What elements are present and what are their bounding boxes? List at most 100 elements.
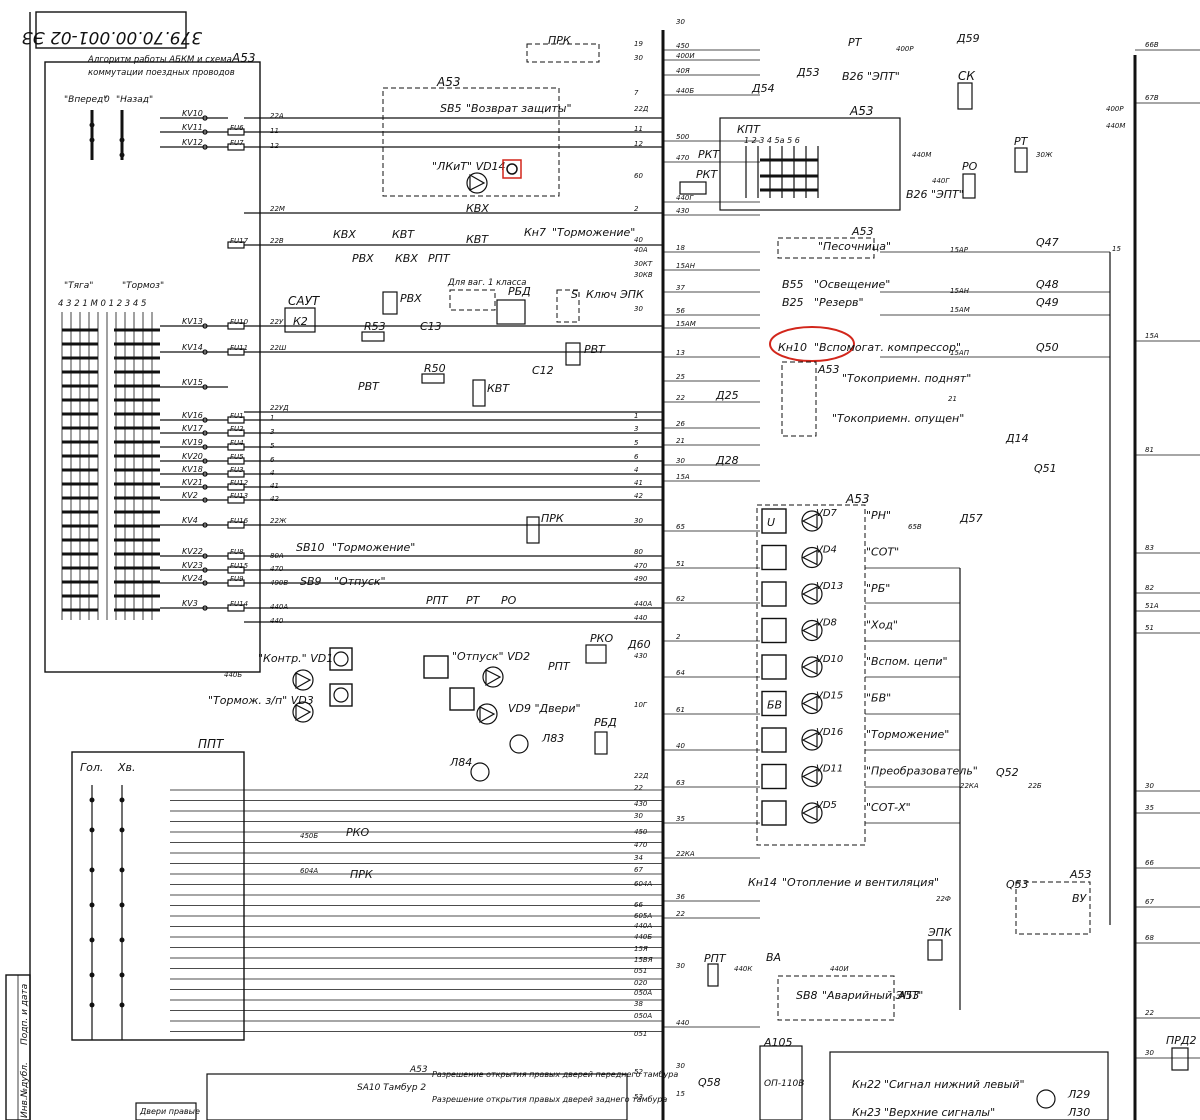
wire-400r: 400Р: [896, 45, 914, 53]
q51-label: Q51: [1034, 462, 1057, 475]
bus-left-wire-4: 11: [634, 125, 643, 133]
kpt-label: КПТ: [737, 123, 761, 136]
bus-left-wire-0: 19: [634, 40, 643, 48]
rko-label-2: РКО: [346, 826, 369, 839]
door-front-label: Разрешение открытия правых дверей передн…: [432, 1070, 678, 1079]
far-right-wire-16: 30: [1145, 1049, 1154, 1057]
far-right-wire-4: 15А: [1145, 332, 1159, 340]
vd-label-7: VD11: [816, 764, 843, 775]
heating-label: "Отопление и вентиляция": [782, 876, 939, 889]
contact-kv17: KV17: [182, 424, 204, 433]
epk-label: ЭПК: [927, 926, 953, 939]
contact-kv22: KV22: [182, 547, 203, 556]
kn14-label: Кн14: [748, 876, 777, 889]
contact-kv11: KV11: [182, 123, 203, 132]
bus-right-wire-33: 30: [676, 962, 685, 970]
bus-right-wire-21: 65: [676, 523, 685, 531]
bus-left-wire-16: 6: [634, 453, 639, 461]
vd-icon-text-5: БВ: [767, 699, 782, 712]
kvt-label: КВТ: [392, 228, 415, 241]
bus-left-wire-43: 051: [634, 967, 647, 975]
pant-down-label: "Токоприемн. опущен": [832, 412, 964, 425]
aux-compressor-label: "Вспомогат. компрессор": [814, 341, 961, 354]
wire-30zh: 30Ж: [1036, 151, 1053, 159]
bus-right-wire-24: 2: [676, 633, 681, 641]
doors-right-label: Двери правые: [139, 1107, 200, 1116]
left-wire-14: 42: [270, 495, 279, 503]
d59-label: Д59: [956, 32, 980, 45]
reserve-label: "Резерв": [814, 296, 864, 309]
bus-wire-numbers-right: 30450400И40Я440Б500470440Г4301815АН37561…: [676, 18, 696, 1098]
pant-up-label: "Токоприемн. поднят": [842, 372, 971, 385]
bus-right-wire-20: 15А: [676, 473, 690, 481]
fuse-fu6: FU6: [230, 124, 244, 132]
right-top-area: ПРК РТ Д59 СК Д53 Д54 В26 "ЭПТ" В26 "ЭПТ…: [526, 32, 1053, 211]
vd-icon-7: [761, 763, 787, 790]
b55-label: В55: [782, 278, 804, 291]
lkit-label: "ЛКиТ" VD14: [432, 160, 506, 173]
far-right-wire-11: 35: [1145, 804, 1154, 812]
bus-right-wire-15: 25: [676, 373, 685, 381]
q48-label: Q48: [1036, 278, 1059, 291]
bus-right-wire-12: 56: [676, 307, 685, 315]
contact-kv15: KV15: [182, 378, 203, 387]
bus-right-wire-22: 51: [676, 560, 685, 568]
bus-right-wire-23: 62: [676, 595, 685, 603]
bus-left-wire-3: 22Д: [634, 105, 649, 113]
bus-left-wire-24: 440А: [634, 600, 652, 608]
side-stamp-sign: Подп. и дата: [20, 984, 30, 1045]
dir-zero: 0: [104, 95, 110, 105]
far-right-wire-14: 68: [1145, 934, 1154, 942]
left-wire-4: 22В: [270, 237, 284, 245]
right-bottom-area: Кн14 "Отопление и вентиляция" 22Ф A53 ВУ…: [698, 868, 1197, 1120]
contact-kv23: KV23: [182, 561, 203, 570]
bus-left-wire-32: 450: [634, 828, 648, 836]
vd-icon-text-0: U: [767, 516, 775, 529]
door-block: Разрешение открытия правых дверей передн…: [135, 1065, 678, 1120]
contact-kv16: KV16: [182, 411, 203, 420]
bus-right-wire-34: 440: [676, 1019, 690, 1027]
s-key-label: S: [571, 288, 578, 301]
prk-top-label: ПРК: [548, 34, 572, 47]
left-wire-9: 3: [270, 428, 274, 436]
contact-kv4: KV4: [182, 516, 198, 525]
a53-pant-tag: A53: [817, 363, 840, 376]
far-right-wire-5: 81: [1145, 446, 1154, 454]
bus-right-wire-17: 26: [676, 420, 685, 428]
b26-ept-label-2: В26 "ЭПТ": [906, 188, 964, 201]
bus-left-wire-41: 15Я: [634, 945, 648, 953]
algo-caption-1: Алгоритм работы АБКМ и схема: [87, 55, 232, 65]
rt2-label: РТ: [1014, 135, 1029, 148]
left-wire-3: 22М: [270, 205, 285, 213]
vd-icon-1: [761, 544, 787, 571]
kn10-label: Кн10: [778, 341, 807, 354]
bus-right-wire-0: 30: [676, 18, 685, 26]
kvt-label-3: КВТ: [487, 382, 510, 395]
left-wire-19: 440А: [270, 603, 288, 611]
contact-kv12: KV12: [182, 138, 203, 147]
bus-left-wire-49: 52: [634, 1068, 643, 1076]
vd-label-5: VD15: [816, 691, 843, 702]
left-wire-22: 450Б: [300, 832, 318, 840]
bus-left-wire-8: 40: [634, 236, 643, 244]
bus-right-wire-6: 470: [676, 154, 690, 162]
wire-15am: 15АМ: [950, 306, 970, 314]
d54-label: Д54: [751, 82, 775, 95]
bus-left-wire-47: 050А: [634, 1012, 652, 1020]
wire-22ka: 22КА: [960, 782, 979, 790]
a53-vu-tag: A53: [1069, 868, 1092, 881]
fuse-fu11: FU11: [230, 344, 248, 352]
contact-kv24: KV24: [182, 574, 203, 583]
b26-ept-label: В26 "ЭПТ": [842, 70, 900, 83]
vu-label: ВУ: [1072, 892, 1088, 905]
d28-label: Д28: [715, 454, 739, 467]
contact-kv3: KV3: [182, 599, 198, 608]
bus-left-wire-28: 22Д: [634, 772, 649, 780]
bus-left-wire-31: 30: [634, 812, 643, 820]
left-wire-5: 22У: [270, 318, 284, 326]
vd-caption-5: "БВ": [866, 692, 891, 705]
q53-label: Q53: [1006, 878, 1029, 891]
far-right-wire-15: 22: [1145, 1009, 1154, 1017]
d60-label: Д60: [627, 638, 651, 651]
